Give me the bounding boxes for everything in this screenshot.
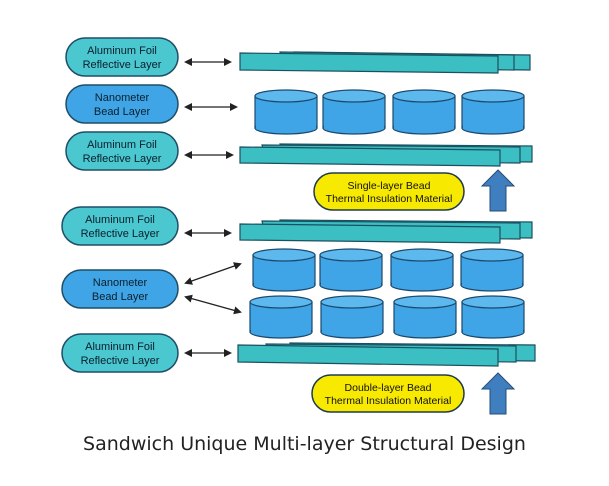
bead-row-double-lower xyxy=(249,295,525,339)
foil-label-double-top: Aluminum Foil Reflective Layer xyxy=(61,206,179,246)
bead-row-single xyxy=(254,89,525,135)
bead xyxy=(322,89,386,135)
bead xyxy=(393,295,457,339)
bead-label-text-1: Nanometer xyxy=(93,277,148,289)
foil-label-text-2: Reflective Layer xyxy=(83,59,162,71)
bead-label-text-1: Nanometer xyxy=(95,92,150,104)
foil-label-text-1: Aluminum Foil xyxy=(87,45,157,57)
foil-label-text-2: Reflective Layer xyxy=(81,355,160,367)
bead xyxy=(252,248,316,292)
single-layer-line1: Single-layer Bead xyxy=(348,180,431,192)
bead xyxy=(249,295,313,339)
bead xyxy=(320,295,384,339)
single-layer-line2: Thermal Insulation Material xyxy=(326,193,453,205)
double-layer-line2: Thermal Insulation Material xyxy=(325,395,452,407)
bead-label-single: Nanometer Bead Layer xyxy=(65,84,179,124)
diagram-caption: Sandwich Unique Multi-layer Structural D… xyxy=(83,433,526,455)
foil-sheet-top xyxy=(239,51,531,74)
single-layer-badge: Single-layer Bead Thermal Insulation Mat… xyxy=(313,172,465,211)
arrow-bead-double-upper xyxy=(184,262,242,285)
foil-label-text-2: Reflective Layer xyxy=(81,228,160,240)
foil-label-text-1: Aluminum Foil xyxy=(85,214,155,226)
bead xyxy=(319,248,383,292)
bead xyxy=(461,295,525,339)
foil-label-bottom: Aluminum Foil Reflective Layer xyxy=(61,333,179,373)
bead-label-text-2: Bead Layer xyxy=(94,106,151,118)
foil-sheet-bottom xyxy=(237,342,536,367)
foil-label-middle: Aluminum Foil Reflective Layer xyxy=(65,131,179,171)
bead xyxy=(390,248,454,292)
bead xyxy=(461,89,525,135)
foil-sheet-double-top xyxy=(239,219,533,244)
double-layer-line1: Double-layer Bead xyxy=(345,382,432,394)
foil-label-text-1: Aluminum Foil xyxy=(87,139,157,151)
foil-sheet-middle xyxy=(239,143,533,167)
foil-label-text-2: Reflective Layer xyxy=(83,153,162,165)
bead xyxy=(460,248,524,292)
bead-row-double-upper xyxy=(252,248,524,292)
bead xyxy=(392,89,456,135)
foil-label-top: Aluminum Foil Reflective Layer xyxy=(65,37,179,77)
bead-label-text-2: Bead Layer xyxy=(92,291,149,303)
up-arrow-single xyxy=(480,169,516,212)
bead-label-double: Nanometer Bead Layer xyxy=(61,269,179,309)
bead xyxy=(254,89,318,135)
arrow-bead-double-lower xyxy=(184,294,242,315)
double-layer-badge: Double-layer Bead Thermal Insulation Mat… xyxy=(311,374,465,413)
foil-label-text-1: Aluminum Foil xyxy=(85,341,155,353)
up-arrow-double xyxy=(480,372,516,415)
